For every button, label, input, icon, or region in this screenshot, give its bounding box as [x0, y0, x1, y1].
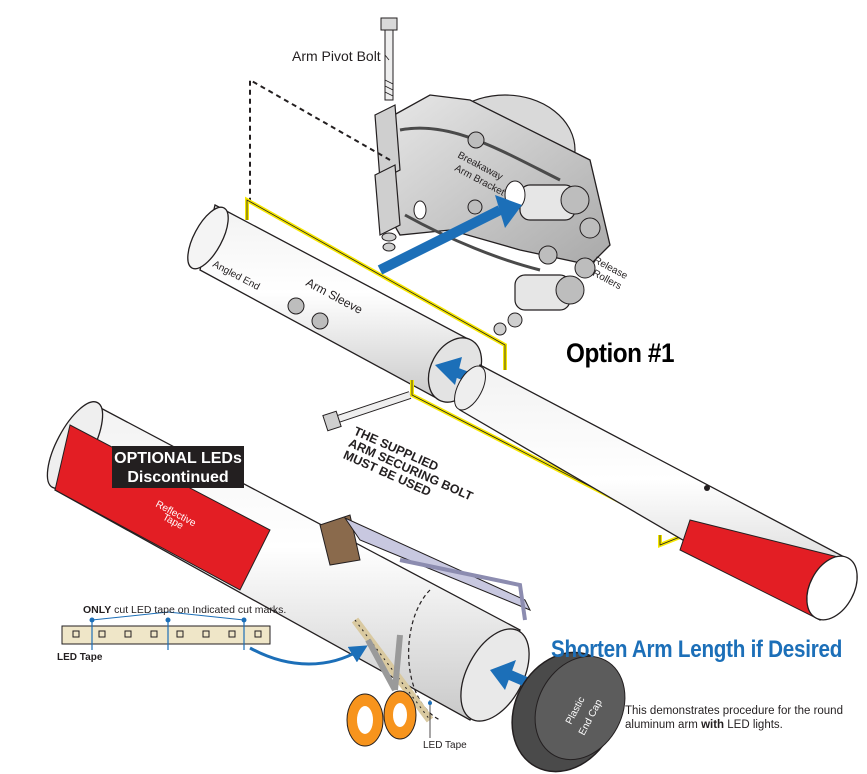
- breakaway-bracket: [374, 94, 611, 311]
- optional-leds-line1: OPTIONAL LEDs: [114, 450, 242, 467]
- plastic-end-cap: [511, 651, 626, 773]
- cut-note-bold: ONLY: [83, 604, 112, 616]
- arm-securing-bolt: [322, 312, 523, 432]
- option-title: Option #1: [566, 338, 675, 368]
- led-tape-label-bottom: LED Tape: [423, 740, 467, 751]
- hacksaw: [319, 514, 532, 621]
- optional-leds-line2: Discontinued: [127, 469, 229, 486]
- arm-pivot-bolt-label: Arm Pivot Bolt: [292, 48, 381, 64]
- led-tape-label-left: LED Tape: [57, 652, 103, 663]
- led-arm: [46, 401, 530, 723]
- main-arm: [454, 364, 858, 621]
- arm-pivot-bolt: [380, 17, 398, 252]
- demo-description: This demonstrates procedure for the roun…: [625, 704, 860, 732]
- demo-text-part2: LED lights.: [724, 719, 783, 731]
- pivot-guide-line: [249, 78, 391, 205]
- scissors: [346, 634, 417, 747]
- release-rollers: [514, 184, 601, 311]
- led-tape-strip: [61, 611, 368, 666]
- cut-note: ONLY cut LED tape on Indicated cut marks…: [83, 604, 286, 616]
- demo-text-bold: with: [701, 719, 725, 731]
- shorten-arm-title: Shorten Arm Length if Desired: [551, 636, 843, 663]
- demo-text-part1: This demonstrates procedure for the roun…: [625, 705, 843, 731]
- insert-arrow-bracket: [377, 205, 503, 275]
- optional-leds-badge: OPTIONAL LEDs Discontinued: [112, 446, 244, 488]
- cut-note-rest: cut LED tape on Indicated cut marks.: [111, 604, 287, 616]
